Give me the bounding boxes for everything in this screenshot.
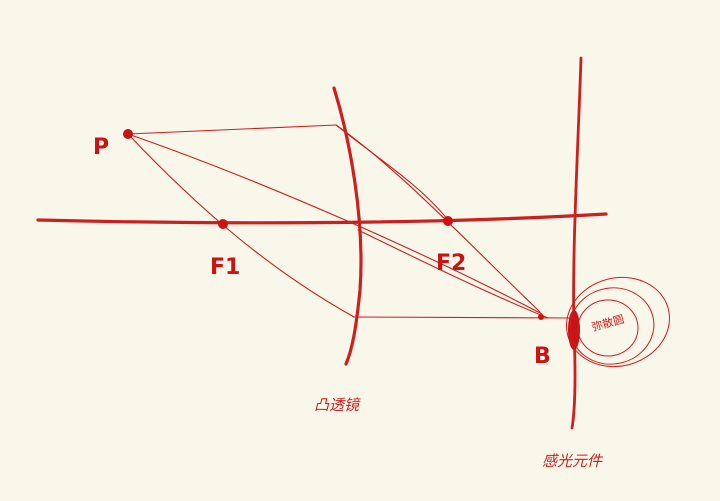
- label-lens: 凸透镜: [314, 396, 361, 414]
- label-f2: F2: [436, 251, 466, 276]
- ray-cross-extra-1: [357, 229, 549, 319]
- label-f1: F1: [210, 255, 240, 280]
- point-b-dot: [538, 314, 544, 320]
- sensor-line: [570, 56, 583, 430]
- label-sensor: 感光元件: [542, 452, 604, 470]
- lens-line: [332, 86, 363, 366]
- label-p: P: [93, 135, 109, 160]
- label-blur-circle: 弥散圆: [590, 312, 625, 334]
- point-f2-dot: [443, 216, 453, 226]
- point-p-dot: [123, 129, 133, 139]
- label-b: B: [534, 344, 551, 369]
- ray-cross-extra-2: [335, 124, 449, 221]
- point-f1-dot: [218, 219, 228, 229]
- blur-circle-outer: [565, 276, 671, 368]
- ray-lens-bottom-to-b: [353, 316, 571, 319]
- optical-axis: [36, 212, 608, 225]
- blur-circle-middle: [569, 287, 655, 365]
- blur-circle-inner: [577, 299, 639, 357]
- ray-p-to-lens-top: [127, 124, 337, 135]
- ray-p-through-f1: [127, 133, 355, 318]
- ray-p-through-center: [127, 133, 543, 315]
